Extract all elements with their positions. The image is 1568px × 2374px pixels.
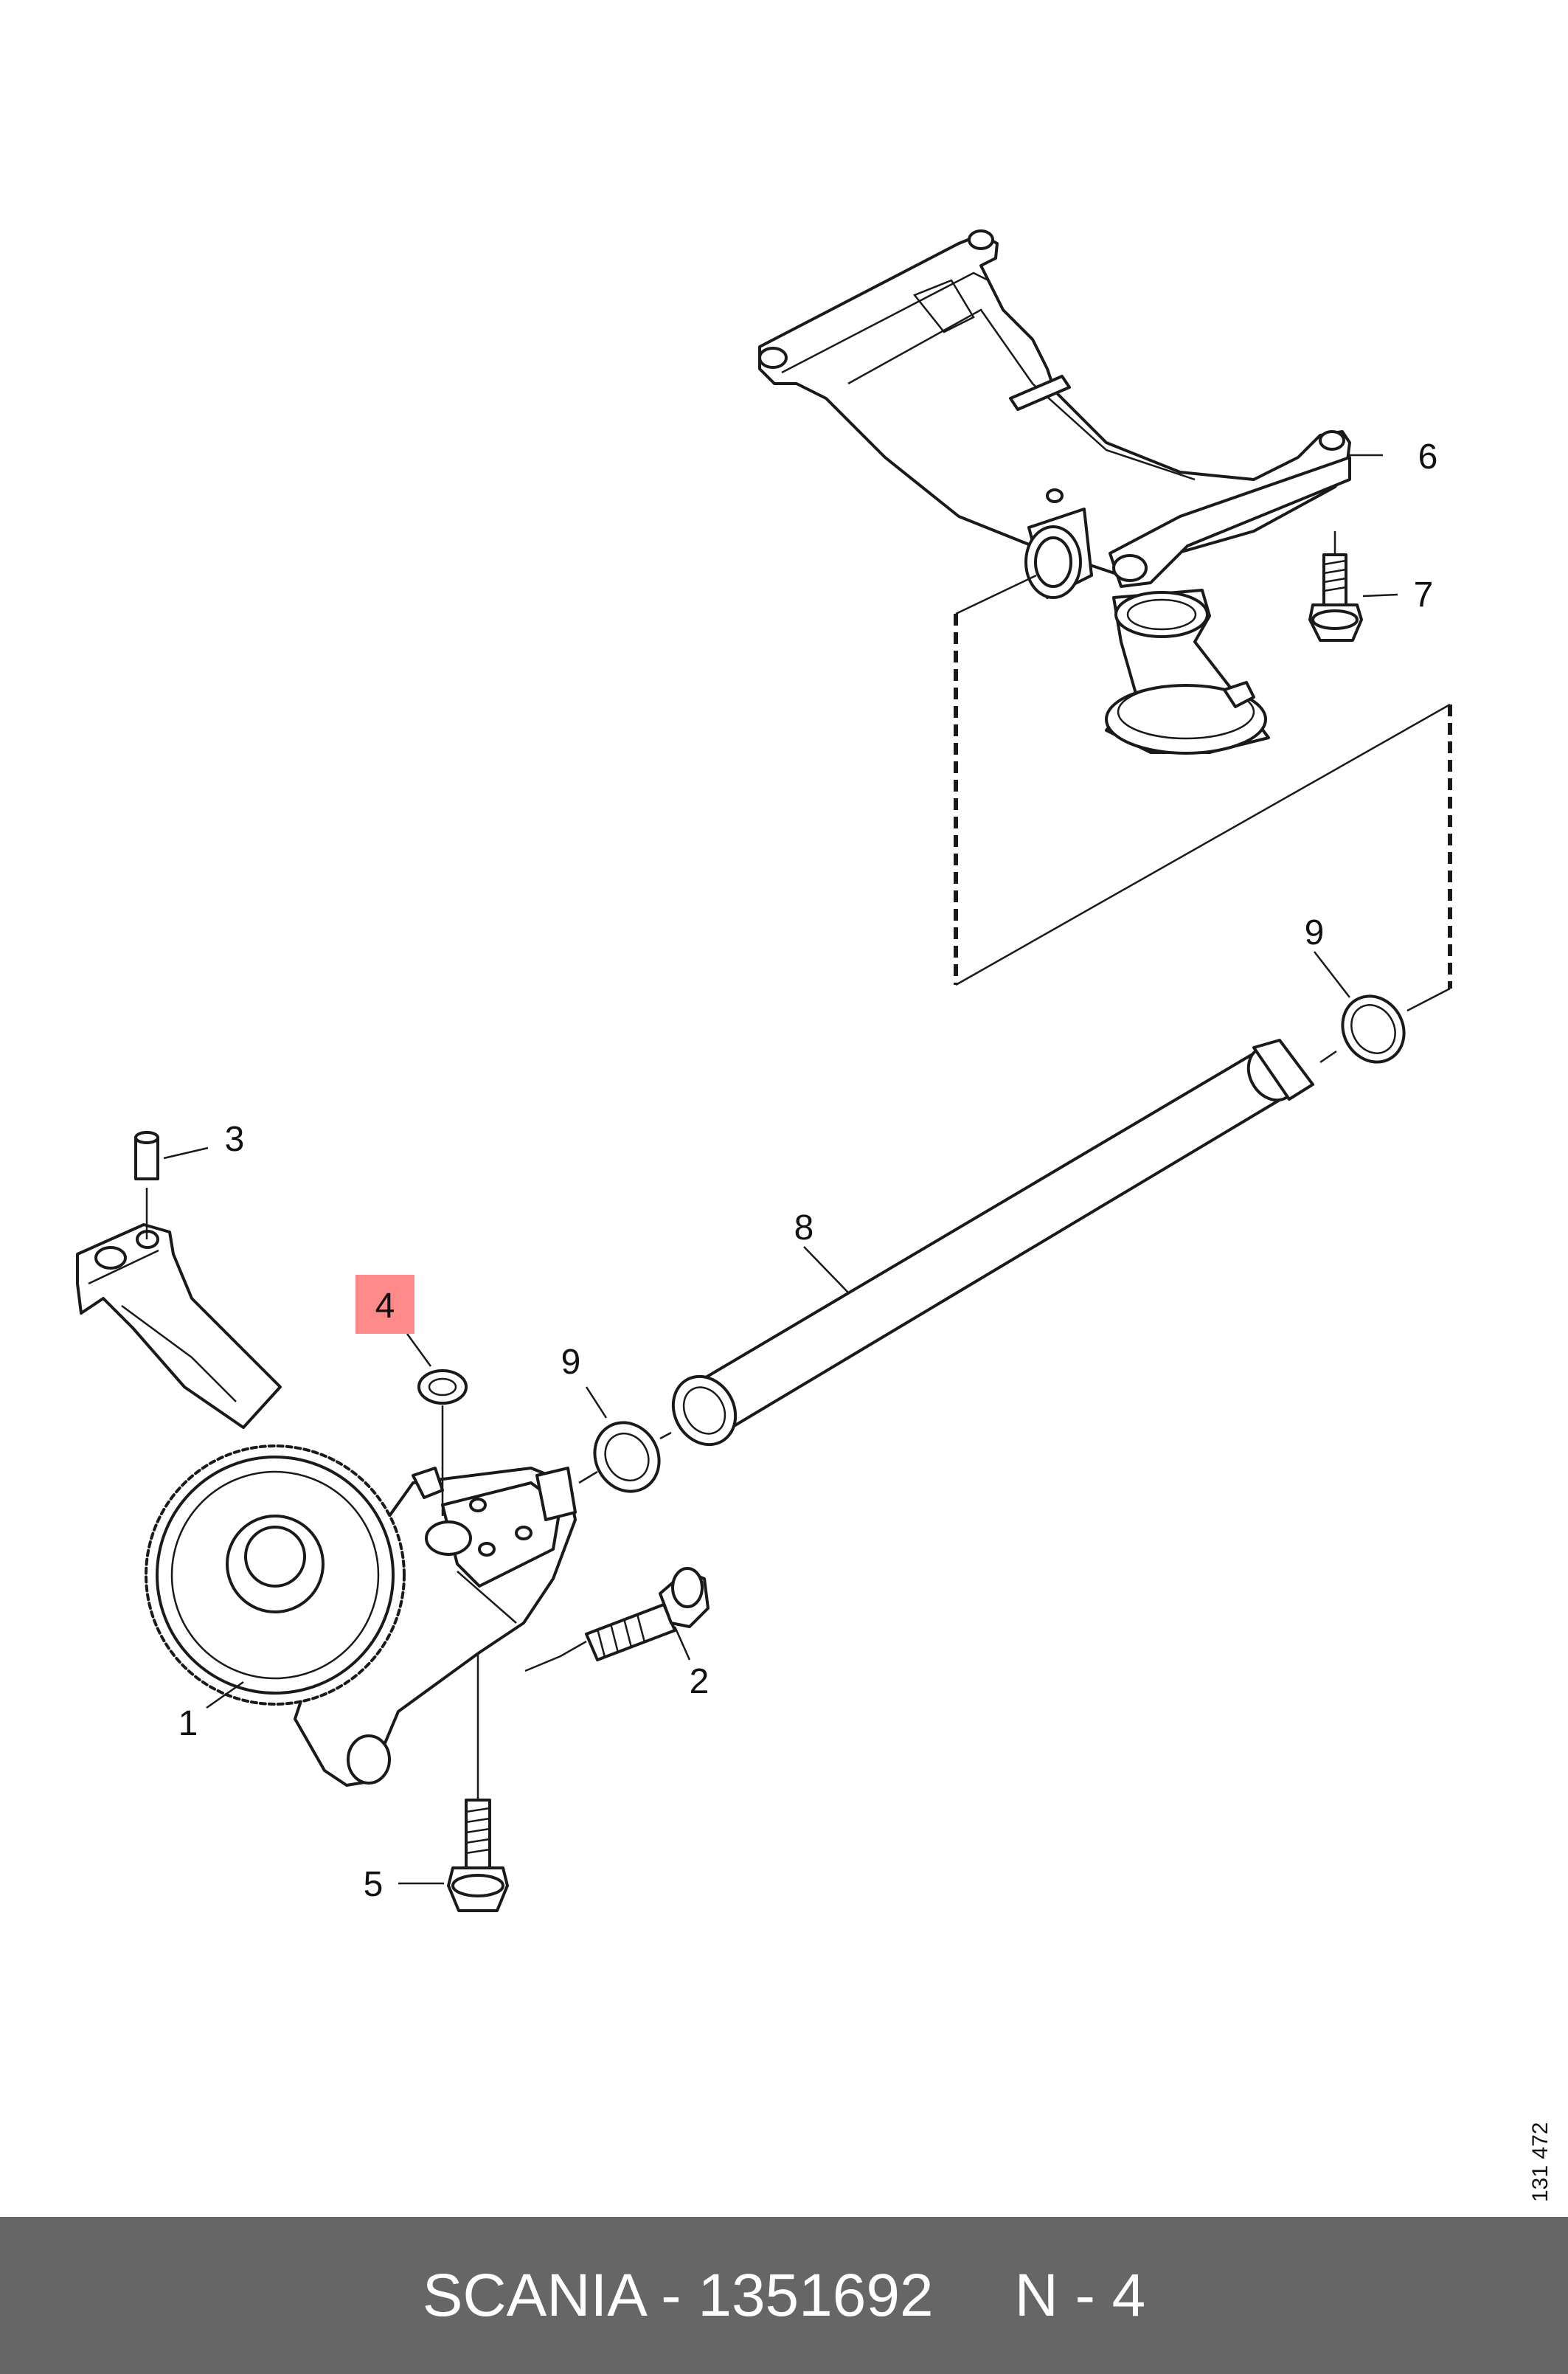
callout-1: 1	[178, 1704, 198, 1743]
position-code: N - 4	[1014, 2261, 1146, 2329]
part-1-oil-pump	[76, 1223, 587, 1787]
callout-3: 3	[225, 1120, 245, 1159]
callout-5: 5	[364, 1865, 384, 1904]
part-3-pin	[134, 1131, 209, 1239]
footer-bar: SCANIA - 1351692 N - 4	[0, 2217, 1568, 2374]
reference-number: 131 472	[1528, 2122, 1553, 2202]
leader-7	[1362, 593, 1398, 598]
callout-9-left: 9	[561, 1343, 581, 1382]
leader-8	[803, 1246, 849, 1293]
part-5-bolt	[398, 1653, 509, 1912]
callout-9-right: 9	[1305, 913, 1325, 952]
part-9-seal-right	[1319, 994, 1406, 1064]
part-8-pipe	[671, 1039, 1314, 1447]
part-4-washer	[406, 1333, 468, 1516]
brand-part-number: SCANIA - 1351692	[422, 2261, 934, 2329]
callout-2: 2	[690, 1662, 710, 1701]
exploded-parts-diagram: 1 2 3 4 5 6 7 8 9 9 131 472	[76, 229, 1553, 2202]
callout-8: 8	[794, 1208, 814, 1247]
part-7-bolt	[1308, 553, 1363, 642]
callout-6: 6	[1418, 437, 1438, 477]
callout-7: 7	[1414, 575, 1434, 615]
highlight-box-4	[355, 1275, 414, 1334]
part-2-bolt	[585, 1567, 710, 1661]
part-9-seal-left	[578, 1421, 672, 1493]
leader-9-right	[1314, 951, 1350, 998]
part-6-bracket	[758, 229, 1351, 755]
callout-4: 4	[375, 1287, 395, 1326]
leader-9-left	[585, 1386, 608, 1419]
dashed-connection	[954, 574, 1452, 1012]
